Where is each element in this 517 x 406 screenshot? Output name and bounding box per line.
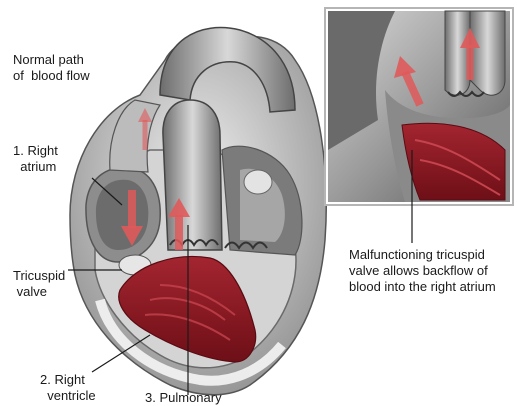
label-right-ventricle: 2. Right ventricle (40, 372, 96, 404)
inset-illustration (325, 8, 513, 205)
label-normal-path: Normal path of blood flow (13, 52, 90, 84)
label-pulmonary: 3. Pulmonary (145, 390, 222, 406)
heart-illustration (70, 28, 326, 395)
label-malfunctioning: Malfunctioning tricuspid valve allows ba… (349, 247, 496, 295)
label-right-atrium: 1. Right atrium (13, 143, 58, 175)
label-tricuspid-valve: Tricuspid valve (13, 268, 65, 300)
